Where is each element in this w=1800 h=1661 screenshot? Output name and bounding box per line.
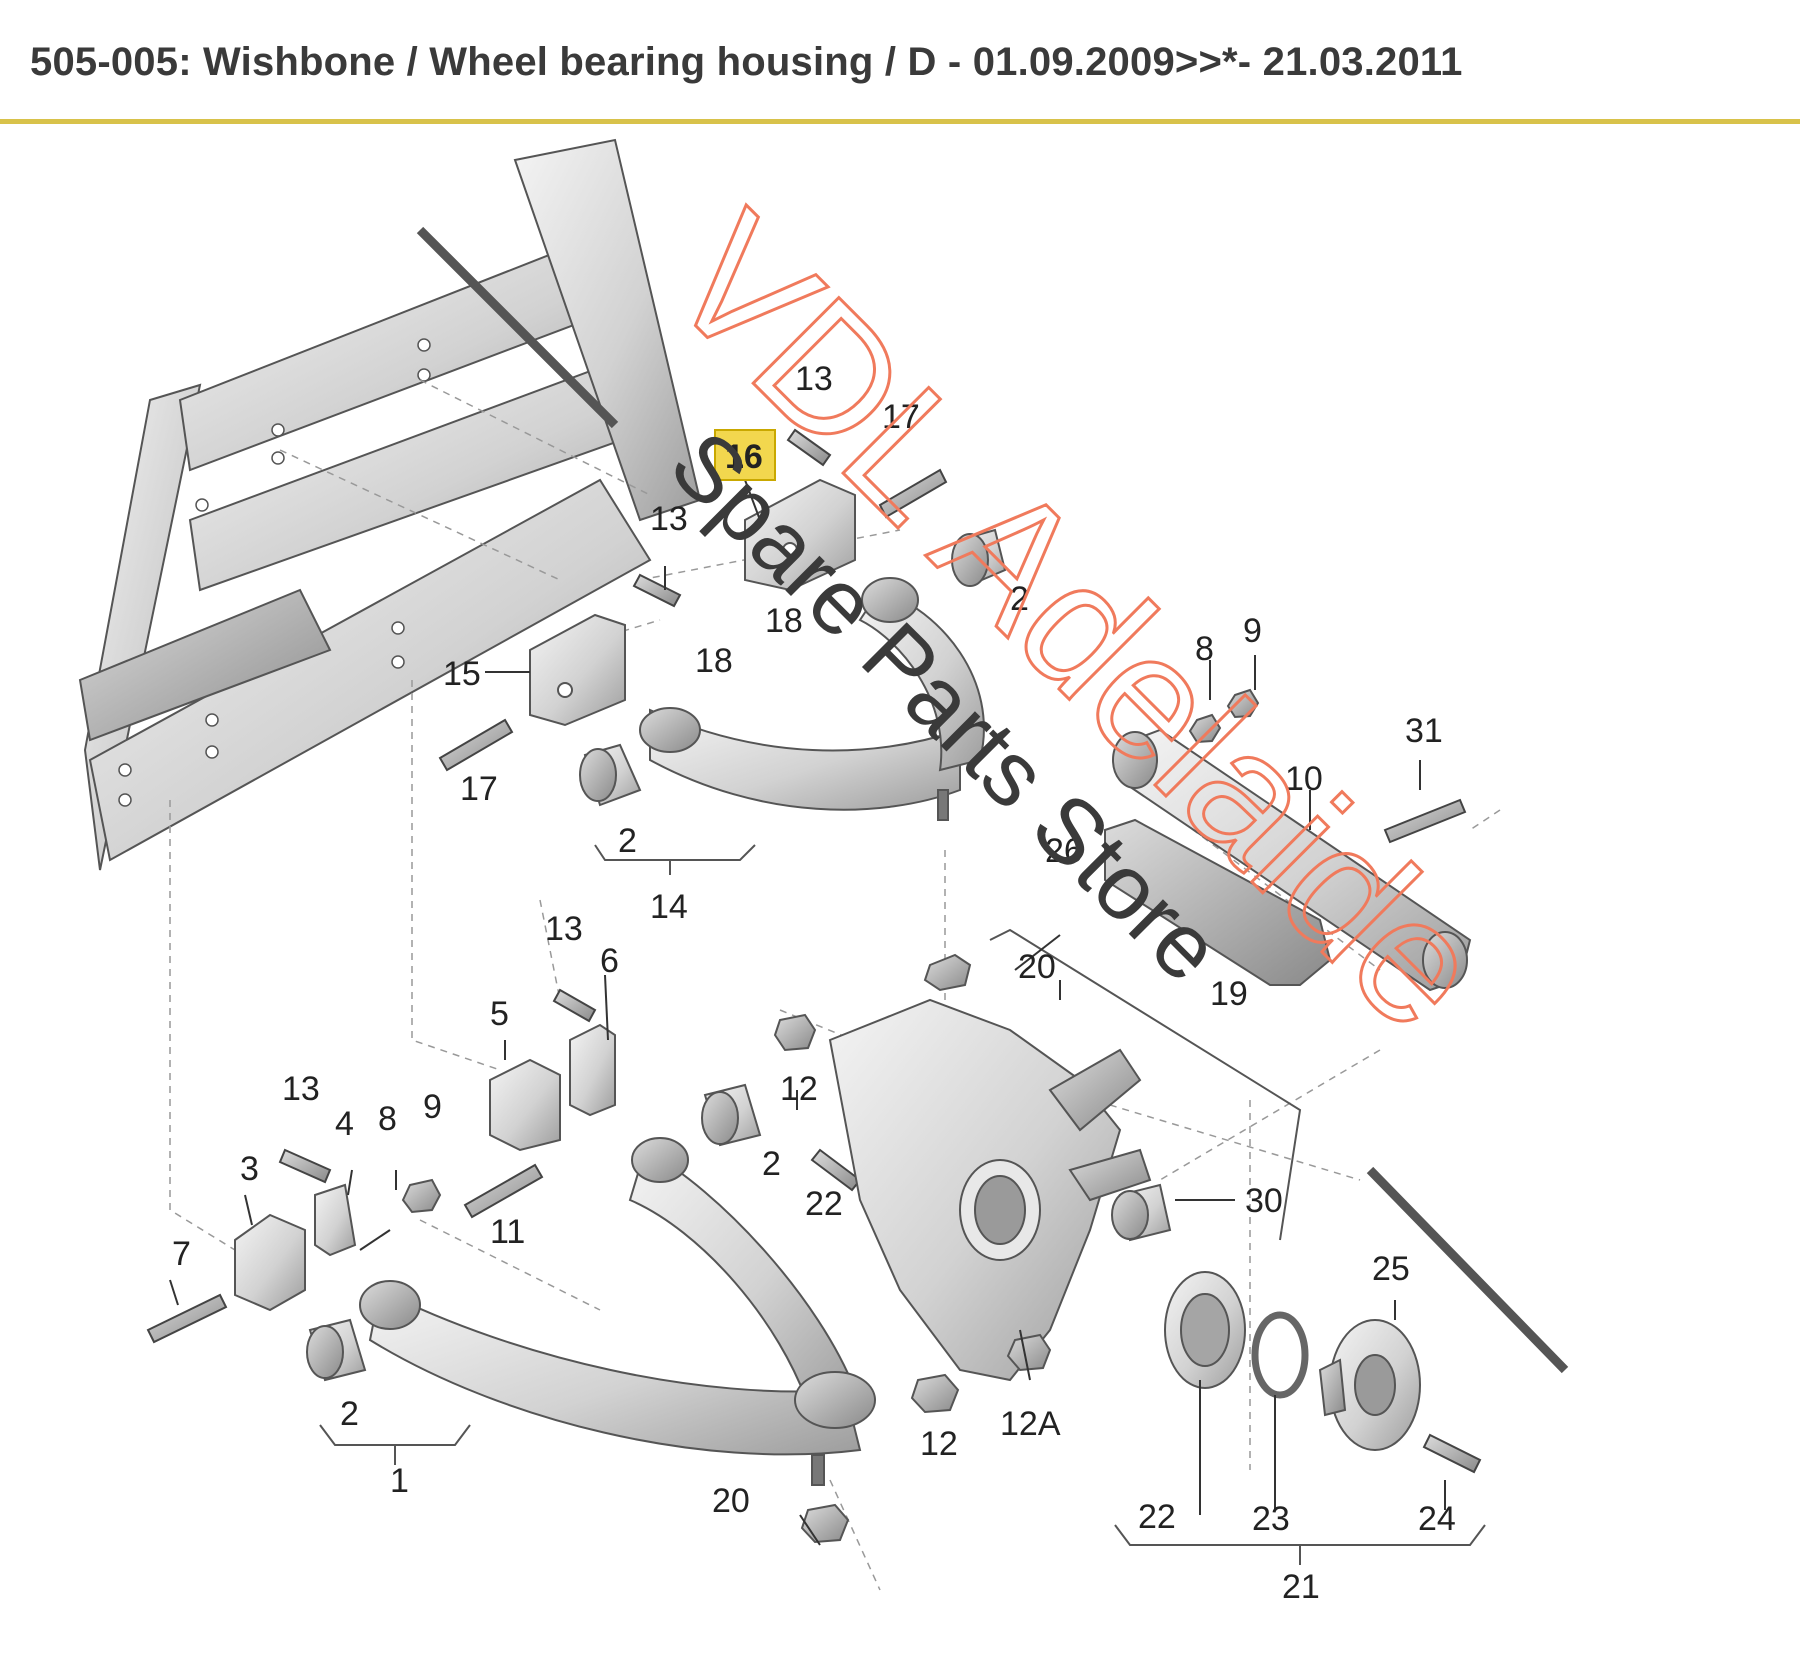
label-8-right: 8 (1195, 630, 1214, 668)
solid-leader-lines (169, 479, 1446, 1546)
label-22-housing: 22 (805, 1185, 843, 1223)
label-30: 30 (1245, 1182, 1283, 1220)
header-divider (0, 119, 1800, 124)
label-16: 16 (725, 438, 763, 476)
label-2-top-right: 2 (1010, 580, 1029, 618)
wheel-bearing-22 (1164, 1271, 1246, 1389)
label-19: 19 (1210, 975, 1248, 1013)
cover-26 (1104, 818, 1332, 986)
bracket-16 (744, 478, 856, 592)
small-brackets (234, 1023, 616, 1312)
label-9-left: 9 (423, 1088, 442, 1126)
label-2-lower-left: 2 (340, 1395, 359, 1433)
label-9-right: 9 (1243, 612, 1262, 650)
label-12-bottom: 12 (920, 1425, 958, 1463)
label-2-upper-left: 2 (618, 822, 637, 860)
bushing-2-lower (306, 1083, 762, 1382)
label-17-top: 17 (882, 398, 920, 436)
label-13-lower: 13 (545, 910, 583, 948)
label-12-top: 12 (780, 1070, 818, 1108)
label-4: 4 (335, 1105, 354, 1143)
control-arm-10 (1112, 728, 1472, 992)
bolts (146, 428, 1482, 1474)
page-title: 505-005: Wishbone / Wheel bearing housin… (30, 40, 1463, 84)
bracket-15 (529, 613, 626, 727)
label-12A: 12A (1000, 1405, 1061, 1443)
label-8-left: 8 (378, 1100, 397, 1138)
wheel-bearing-housing (828, 998, 1152, 1382)
label-22-bottom: 22 (1138, 1498, 1176, 1536)
label-21: 21 (1282, 1568, 1320, 1606)
bushing-30 (1111, 1183, 1172, 1242)
label-2-lower-mid: 2 (762, 1145, 781, 1183)
watermark-slash-right (1366, 1166, 1569, 1374)
label-1: 1 (390, 1462, 409, 1500)
exploded-parts-diagram: 16 13 17 13 2 18 18 15 17 2 14 8 9 31 10… (78, 138, 1569, 1606)
label-20-bottom: 20 (712, 1482, 750, 1520)
bushing-2-upper-right (951, 528, 1007, 587)
part-labels: 16 13 17 13 2 18 18 15 17 2 14 8 9 31 10… (172, 360, 1456, 1606)
label-10: 10 (1285, 760, 1323, 798)
label-6: 6 (600, 942, 619, 980)
label-3: 3 (240, 1150, 259, 1188)
label-7: 7 (172, 1235, 191, 1273)
label-23: 23 (1252, 1500, 1290, 1538)
lower-wishbone (359, 1137, 876, 1486)
label-26: 26 (1045, 832, 1083, 870)
label-13-mid: 13 (650, 500, 688, 538)
upper-wishbone (639, 577, 985, 821)
label-13-top: 13 (795, 360, 833, 398)
label-11: 11 (490, 1213, 525, 1251)
label-18-top: 18 (765, 602, 803, 640)
header-bar: 505-005: Wishbone / Wheel bearing housin… (0, 0, 1800, 118)
bushing-2-upper-left (579, 743, 642, 807)
nuts-and-sleeves (401, 688, 1260, 1544)
watermark-slash-left (416, 226, 619, 429)
label-25: 25 (1372, 1250, 1410, 1288)
label-20-top: 20 (1018, 948, 1056, 986)
group-brackets (319, 844, 1486, 1565)
subframe-holes (118, 338, 431, 807)
label-highlight-box (714, 429, 776, 481)
label-17-left: 17 (460, 770, 498, 808)
wheel-hub-25 (1318, 1319, 1421, 1451)
label-14: 14 (650, 888, 688, 926)
subframe (78, 138, 702, 871)
label-18-mid: 18 (695, 642, 733, 680)
label-15: 15 (443, 655, 481, 693)
label-5: 5 (490, 995, 509, 1033)
label-24: 24 (1418, 1500, 1456, 1538)
circlip-23 (1251, 1311, 1309, 1399)
label-31: 31 (1405, 712, 1443, 750)
label-13-bottom: 13 (282, 1070, 320, 1108)
